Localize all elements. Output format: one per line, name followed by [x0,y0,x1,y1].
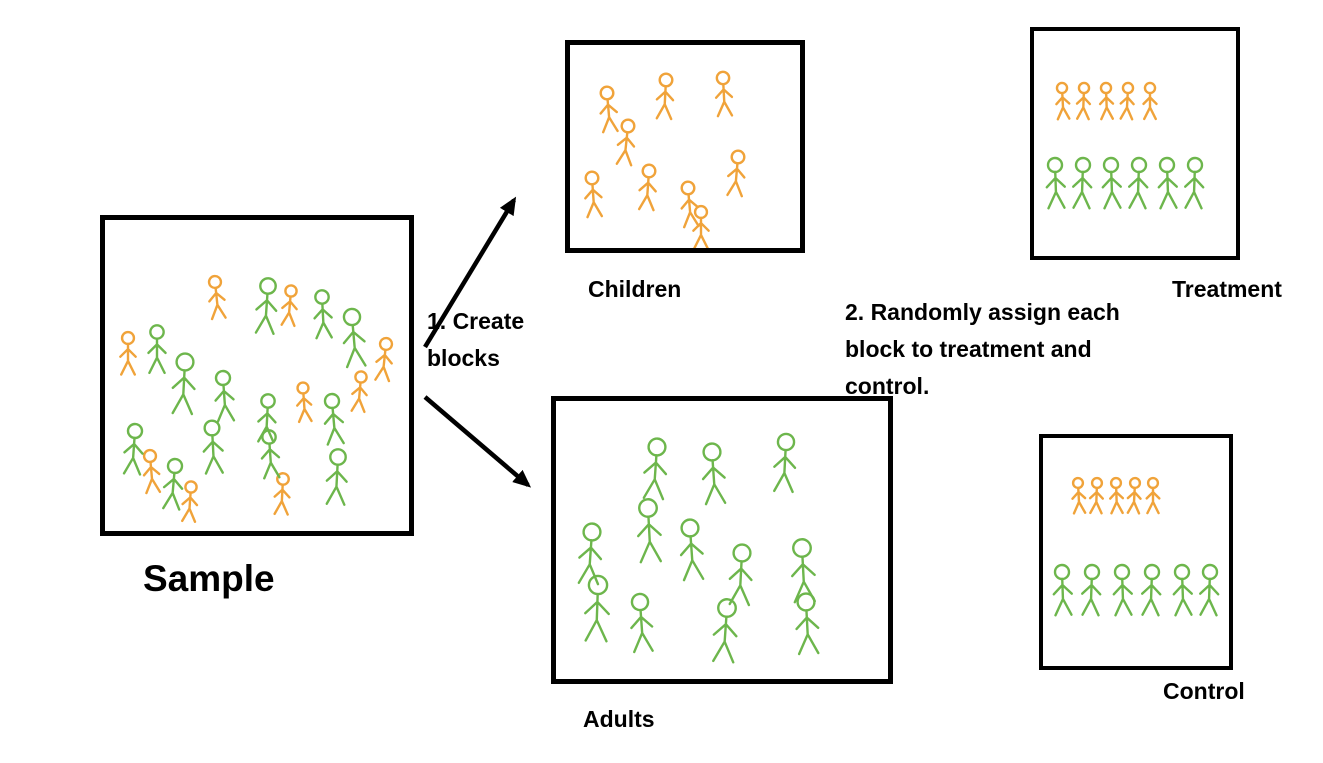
stick-figure-child [1088,476,1104,515]
stick-figure-adult [584,574,610,643]
stick-figure-adult [342,307,367,369]
stick-figure-adult [171,352,196,416]
stick-figure-adult [1081,563,1102,617]
stick-figure-child [615,118,636,167]
stick-figure-adult [1112,563,1133,617]
stick-figure-child [1071,476,1087,515]
stick-figure-child [273,472,291,516]
arrows-group [423,196,532,488]
stick-figure-child [599,85,619,134]
stick-figure-adult [630,592,654,654]
stick-figure-child [295,381,313,424]
stick-figure-adult [795,592,820,656]
stick-figure-child [655,72,675,121]
adults-block-box [551,396,893,684]
step1-create-blocks-text: 1. Create blocks [427,308,525,371]
stick-figure-child [1055,81,1071,121]
stick-figure-adult [1157,156,1178,210]
stick-figure-adult [1052,563,1073,617]
sample-box [100,215,414,536]
stick-figure-adult [1045,156,1066,210]
stick-figure-adult [202,419,224,475]
step2-assign-text: 2. Randomly assign each block to treatme… [845,299,1120,399]
stick-figure-child [680,180,700,229]
treatment-box [1030,27,1240,260]
stick-figure-adult [214,369,236,423]
control-label: Control [1163,678,1245,704]
stick-figure-child [119,330,137,376]
stick-figure-adult [773,432,797,494]
stick-figure-adult [313,289,333,340]
treatment-label: Treatment [1172,276,1282,302]
stick-figure-adult [728,543,753,607]
flow-arrow [423,395,532,488]
stick-figure-adult [642,437,668,501]
stick-figure-adult [791,538,816,604]
stick-figure-adult [712,598,738,664]
stick-figure-adult [1072,156,1093,210]
stick-figures-group [119,70,1220,664]
stick-figure-adult [325,448,348,506]
stick-figure-adult [1101,156,1122,210]
stick-figure-adult [147,324,167,375]
children-label: Children [588,276,682,302]
stick-figure-adult [260,429,281,480]
children-block-box [565,40,805,253]
stick-figure-adult [1141,563,1162,617]
stick-figure-child [726,149,746,198]
stick-figure-child [584,170,604,219]
stick-figure-child [1075,81,1092,121]
stick-figure-child [1098,81,1115,121]
stick-figure-child [1119,81,1135,121]
stick-figure-child [1142,81,1158,121]
stick-figure-child [1126,476,1142,515]
stick-figure-adult [637,498,662,564]
stick-figure-adult [162,457,184,511]
stick-figure-adult [1128,156,1149,210]
stick-figure-child [637,163,657,212]
sample-label: Sample [143,558,275,599]
stick-figure-adult [577,522,603,586]
stick-figure-adult [1184,156,1205,210]
stick-figure-child [142,448,162,495]
adults-label: Adults [583,706,655,732]
stick-figure-adult [701,442,727,506]
control-box [1039,434,1233,670]
stick-figure-child [374,336,394,383]
stick-figure-adult [679,518,705,582]
stick-figure-child [692,204,710,250]
stick-figure-adult [254,277,278,335]
stick-figure-child [1145,476,1161,515]
stick-figure-child [714,70,734,118]
flow-arrow [423,196,517,349]
stick-figure-adult [1172,563,1193,617]
stick-figure-adult [1199,563,1220,617]
stick-figure-child [207,274,227,321]
stick-figure-child [1109,476,1125,515]
stick-figure-child [181,480,199,523]
stick-figure-adult [122,422,144,476]
stick-figure-child [280,284,298,328]
stick-figure-adult [323,392,345,446]
stick-figure-adult [257,393,277,444]
stick-figure-child [350,370,368,414]
